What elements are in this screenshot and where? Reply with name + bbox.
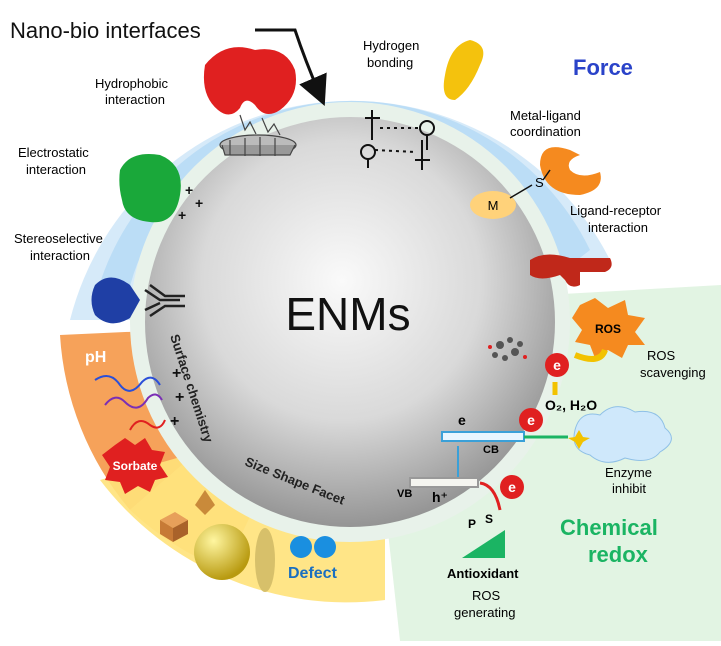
electron-label-vb: e [508, 479, 516, 495]
metal-label: M [488, 198, 499, 213]
metal-sulfur-bond [509, 184, 533, 199]
ros-generating-label-2: generating [454, 605, 515, 620]
stereoselective-label-2: interaction [30, 248, 90, 263]
svg-text:+: + [175, 389, 184, 406]
ros-label: ROS [595, 322, 621, 336]
metal-ligand-protein-icon [540, 147, 601, 195]
enm-sphere [145, 117, 555, 527]
svg-text:+: + [172, 365, 181, 382]
svg-text:+: + [195, 195, 203, 211]
sulfur-label: S [535, 175, 544, 190]
carbon-nanotube-icon [219, 134, 297, 156]
stereoselective-label-1: Stereoselective [14, 231, 103, 246]
sorbate-label: Sorbate [113, 459, 158, 473]
electrostatic-label-2: interaction [26, 162, 86, 177]
scavenging-arrow [573, 348, 608, 362]
diagram-title: Nano-bio interfaces [10, 18, 201, 43]
defect-label: Defect [288, 565, 338, 582]
ph-label: pH [85, 349, 106, 366]
enzyme-label-1: Enzyme [605, 465, 652, 480]
stereoselective-protein-icon [91, 277, 140, 324]
svg-text:+: + [185, 182, 193, 198]
polymer-chain-red [129, 419, 166, 431]
products-label: O₂, H₂O [545, 397, 597, 413]
size-shape-sector [100, 450, 385, 603]
electron-label-scavenge: e [553, 357, 561, 373]
electron-badge-cb [519, 408, 543, 432]
polymer-chain-purple [104, 393, 163, 409]
metal-ligand-label-2: coordination [510, 124, 581, 139]
antioxidant-triangle-icon [462, 530, 505, 558]
hydrogen-label-2: bonding [367, 55, 413, 70]
s-label: S [485, 512, 493, 526]
metal-ligand-label-1: Metal-ligand [510, 108, 581, 123]
conduction-band [441, 431, 525, 442]
ros-generating-label-1: ROS [472, 588, 501, 603]
electron-badge-scavenge [545, 353, 569, 377]
vb-label: VB [397, 488, 412, 500]
ros-scavenging-label-1: ROS [647, 348, 676, 363]
positive-charges-icon: + + + [178, 182, 203, 223]
force-title: Force [573, 55, 633, 80]
octahedron-particle-icon [195, 490, 215, 515]
title-arrow [255, 28, 327, 107]
redox-title-2: redox [588, 542, 649, 567]
hydrogen-protein-icon [443, 40, 484, 100]
sphere-particle-icon [194, 524, 250, 580]
metal-ion-icon [470, 191, 516, 219]
linker-icon [239, 114, 281, 136]
p-label: P [468, 517, 476, 531]
ligand-receptor-icon [530, 254, 612, 287]
hydrogen-label-1: Hydrogen [363, 38, 419, 53]
sulfur-ligand-bond [542, 169, 551, 181]
sorbate-badge [102, 438, 168, 494]
cb-label: CB [483, 444, 499, 456]
chemical-redox-panel [385, 285, 721, 641]
enzyme-label-2: inhibit [612, 481, 646, 496]
rod-particle-icon [255, 528, 275, 592]
hydrophobic-label-1: Hydrophobic [95, 76, 168, 91]
ligand-receptor-label-2: interaction [588, 220, 648, 235]
enms-label: ENMs [285, 288, 410, 340]
enzyme-cloud-icon [573, 406, 672, 463]
ros-scavenging-label-2: scavenging [640, 365, 706, 380]
electrostatic-protein-icon [119, 154, 181, 223]
antioxidant-arrow [479, 481, 502, 511]
hydrophobic-protein-icon [203, 47, 296, 115]
electron-label-cb-badge: e [527, 412, 535, 428]
redox-title-1: Chemical [560, 515, 658, 540]
nanozyme-cluster-icon [488, 337, 527, 361]
svg-text:+: + [170, 413, 179, 430]
hole-label: h⁺ [432, 489, 448, 505]
hydrophobic-label-2: interaction [105, 92, 165, 107]
valence-band [409, 477, 479, 488]
polymer-chain-blue [94, 375, 161, 392]
svg-text:+: + [178, 207, 186, 223]
electron-badge-vb [500, 475, 524, 499]
surface-charges-icon: + + + [170, 365, 184, 430]
electrostatic-label-1: Electrostatic [18, 145, 89, 160]
ros-starburst [572, 298, 645, 358]
defect-icon [290, 536, 336, 558]
inhibitor-star-icon [568, 430, 590, 449]
antibody-icon [144, 283, 185, 318]
hydrogen-bond-icon [360, 110, 435, 170]
electron-label-cb: e [458, 412, 466, 428]
cube-particle-icon [160, 512, 188, 542]
antioxidant-label: Antioxidant [447, 566, 519, 581]
ligand-receptor-label-1: Ligand-receptor [570, 203, 662, 218]
